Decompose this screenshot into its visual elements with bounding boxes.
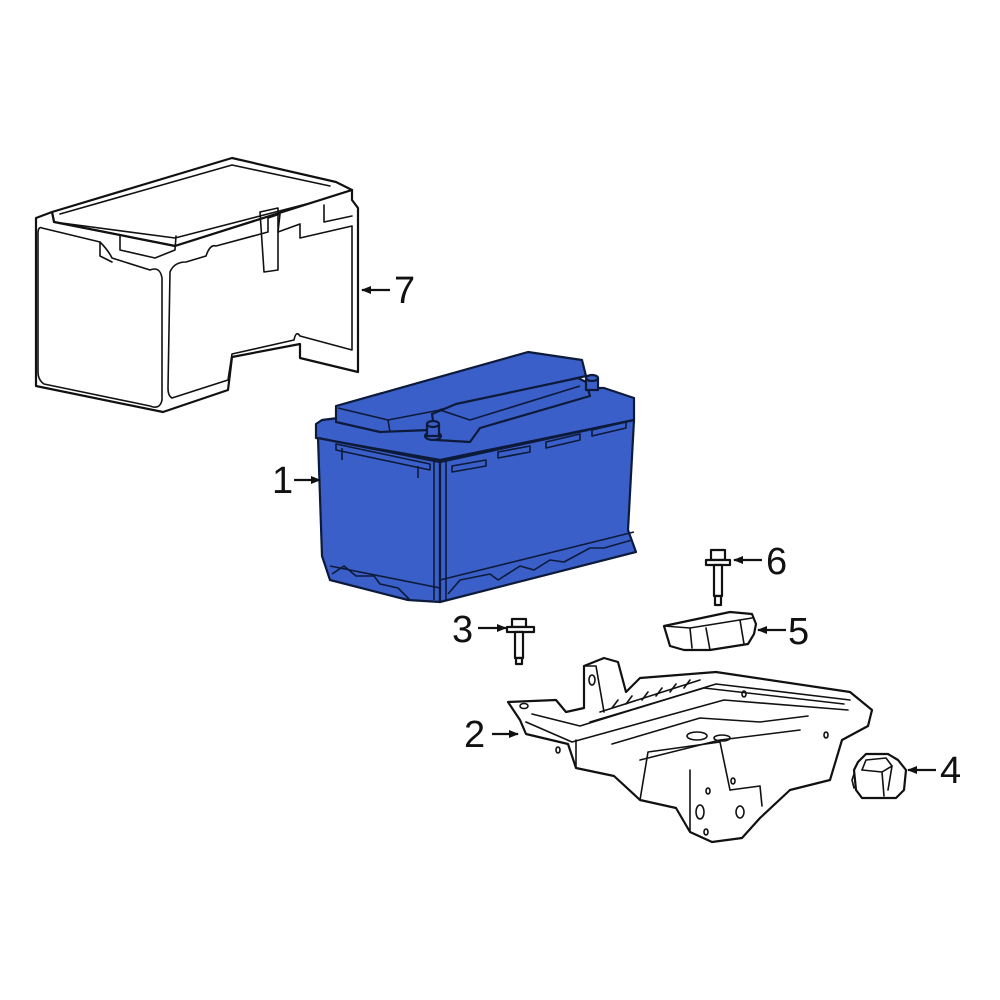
part-2-battery-tray[interactable] xyxy=(506,656,874,844)
callout-2-label[interactable]: 2 xyxy=(464,714,486,756)
part-6-bolt[interactable] xyxy=(704,548,732,607)
callout-4-label[interactable]: 4 xyxy=(940,750,962,792)
part-4-bracket[interactable] xyxy=(851,752,908,800)
callout-5-label[interactable]: 5 xyxy=(788,611,810,653)
part-7-insulator-cover[interactable] xyxy=(34,156,360,414)
part-3-bolt[interactable] xyxy=(505,617,536,666)
part-1-battery[interactable] xyxy=(314,350,638,604)
callout-1-label[interactable]: 1 xyxy=(272,460,294,502)
callout-3-label[interactable]: 3 xyxy=(452,609,474,651)
callout-6-label[interactable]: 6 xyxy=(766,541,788,583)
part-5-clamp[interactable] xyxy=(662,610,758,652)
callout-7-label[interactable]: 7 xyxy=(394,270,416,312)
